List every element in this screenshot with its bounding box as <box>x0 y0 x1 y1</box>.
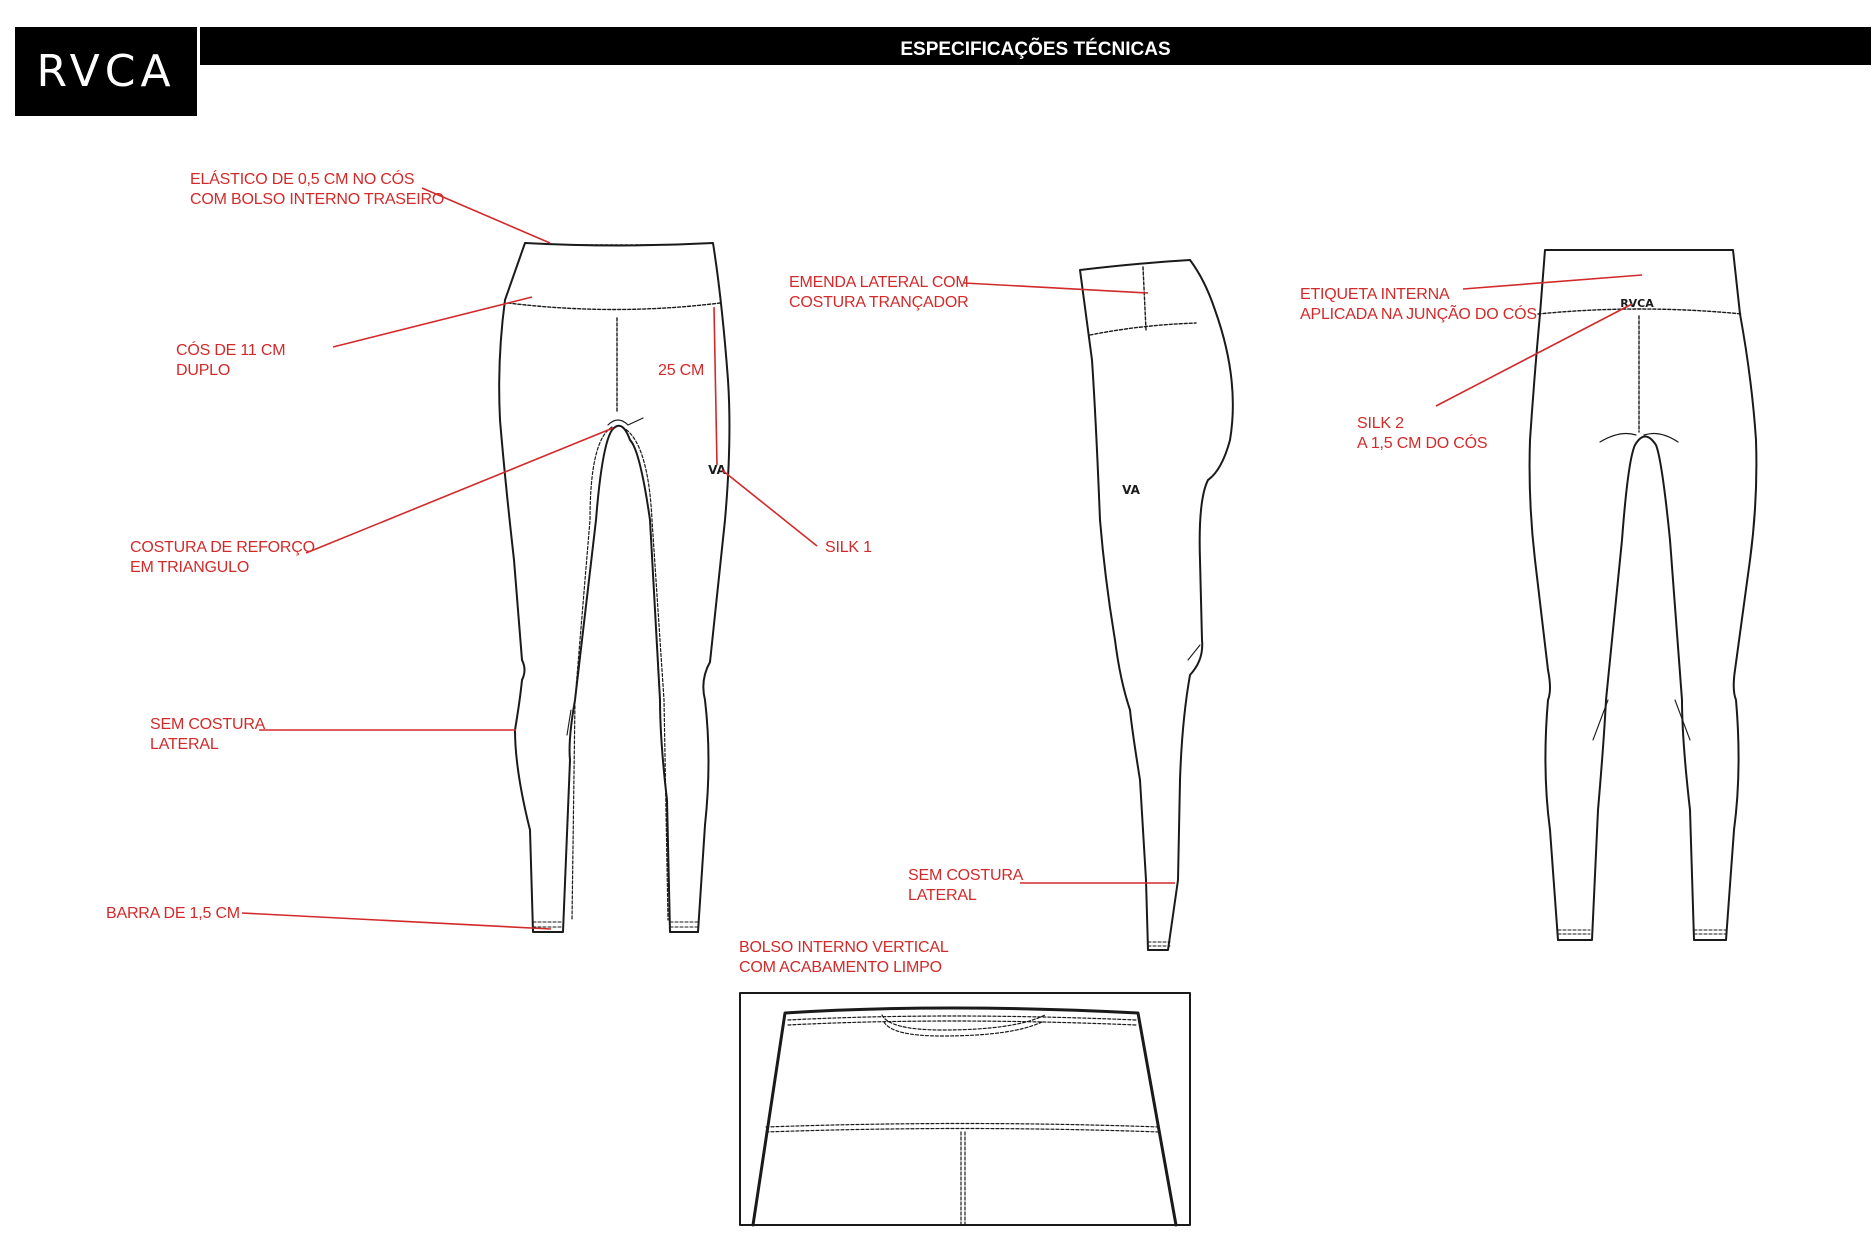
back-gusset-detail <box>1599 432 1679 443</box>
front-silk-logo: VA <box>708 463 726 477</box>
front-waistband-seam <box>507 302 721 311</box>
back-hem-right <box>1693 929 1727 935</box>
annotation-bolso: BOLSO INTERNO VERTICAL COM ACABAMENTO LI… <box>739 938 949 978</box>
annotation-bolso-line2: COM ACABAMENTO LIMPO <box>739 959 942 976</box>
annotation-emenda: EMENDA LATERAL COM COSTURA TRANÇADOR <box>789 273 969 313</box>
pocket-detail-pocket <box>881 1014 1046 1037</box>
back-hem-left <box>1557 929 1591 935</box>
brand-logo-text: RVCA <box>36 46 176 97</box>
annotation-medida-text: 25 CM <box>658 362 705 379</box>
annotation-sem-costura-side-line2: LATERAL <box>908 887 977 904</box>
annotation-sem-costura-front: SEM COSTURA LATERAL <box>150 715 265 755</box>
annotation-cos: CÓS DE 11 CM DUPLO <box>176 341 286 381</box>
annotation-barra-text: BARRA DE 1,5 CM <box>106 905 240 922</box>
annotation-silk2-line1: SILK 2 <box>1357 415 1404 432</box>
leader-emenda <box>963 282 1149 294</box>
annotation-emenda-line1: EMENDA LATERAL COM <box>789 274 969 291</box>
leader-cos <box>332 296 533 348</box>
leader-medida <box>713 306 718 466</box>
leader-lines <box>241 187 1643 930</box>
annotation-bolso-line1: BOLSO INTERNO VERTICAL <box>739 939 949 956</box>
annotation-elastico: ELÁSTICO DE 0,5 CM NO CÓS COM BOLSO INTE… <box>190 170 444 210</box>
back-waistband-seam <box>1537 308 1743 315</box>
annotation-medida: 25 CM <box>658 361 704 381</box>
brand-logo: RVCA <box>15 27 197 116</box>
annotation-cos-line2: DUPLO <box>176 362 231 379</box>
back-view-legging <box>1528 249 1758 941</box>
back-outline <box>1528 249 1758 941</box>
leader-barra <box>241 912 552 930</box>
side-outline <box>1079 259 1234 951</box>
annotation-sem-costura-front-line1: SEM COSTURA <box>150 716 266 733</box>
annotation-etiqueta: ETIQUETA INTERNA APLICADA NA JUNÇÃO DO C… <box>1300 285 1537 325</box>
leader-silk1 <box>721 469 818 547</box>
side-view-legging <box>1079 259 1234 951</box>
page-title: ESPECIFICAÇÕES TÉCNICAS <box>900 39 1171 60</box>
side-hem <box>1147 941 1171 947</box>
annotation-costura-reforco-line2: EM TRIANGULO <box>130 559 250 576</box>
pocket-detail-elastic <box>787 1015 1137 1026</box>
pocket-detail <box>739 992 1191 1227</box>
annotation-costura-reforco: COSTURA DE REFORÇO EM TRIANGULO <box>130 538 315 578</box>
front-hem-left <box>532 921 564 928</box>
front-gusset-detail <box>607 417 644 426</box>
side-silk-logo: VA <box>1122 483 1140 497</box>
pocket-detail-center-seam <box>960 1131 966 1226</box>
front-knee-crease <box>566 709 572 736</box>
side-seam <box>1142 266 1147 331</box>
annotation-cos-line1: CÓS DE 11 CM <box>176 342 286 359</box>
front-outline <box>498 242 731 933</box>
annotation-sem-costura-front-line2: LATERAL <box>150 736 219 753</box>
annotation-sem-costura-side: SEM COSTURA LATERAL <box>908 866 1023 906</box>
annotation-barra: BARRA DE 1,5 CM <box>106 904 240 924</box>
annotation-etiqueta-line1: ETIQUETA INTERNA <box>1300 286 1450 303</box>
front-hem-right <box>669 921 699 928</box>
leader-reforco <box>305 427 614 554</box>
annotation-silk1: SILK 1 <box>825 538 872 558</box>
side-waistband-seam <box>1089 322 1197 336</box>
side-knee-crease <box>1187 644 1201 661</box>
pocket-detail-outline <box>751 1006 1178 1227</box>
front-gusset-seam-2 <box>621 426 669 921</box>
leader-silk2 <box>1435 303 1633 407</box>
annotation-emenda-line2: COSTURA TRANÇADOR <box>789 294 969 311</box>
front-view-legging <box>498 242 731 933</box>
annotation-elastico-line2: COM BOLSO INTERNO TRASEIRO <box>190 191 445 208</box>
back-knee-crease-right <box>1674 699 1691 741</box>
annotation-etiqueta-line2: APLICADA NA JUNÇÃO DO CÓS <box>1300 306 1537 323</box>
annotation-silk1-text: SILK 1 <box>825 539 872 556</box>
back-silk-logo: RVCA <box>1620 297 1654 310</box>
annotation-silk2-line2: A 1,5 CM DO CÓS <box>1357 435 1488 452</box>
leader-etiqueta <box>1462 274 1643 290</box>
pocket-detail-waist-seam <box>765 1122 1161 1133</box>
back-knee-crease-left <box>1592 699 1609 741</box>
title-bar: ESPECIFICAÇÕES TÉCNICAS <box>200 27 1871 65</box>
leader-elastico <box>421 187 551 244</box>
annotation-silk2: SILK 2 A 1,5 CM DO CÓS <box>1357 414 1488 454</box>
annotation-sem-costura-side-line1: SEM COSTURA <box>908 867 1024 884</box>
annotation-elastico-line1: ELÁSTICO DE 0,5 CM NO CÓS <box>190 171 415 188</box>
front-gusset-seam <box>571 426 613 921</box>
annotation-costura-reforco-line1: COSTURA DE REFORÇO <box>130 539 315 556</box>
